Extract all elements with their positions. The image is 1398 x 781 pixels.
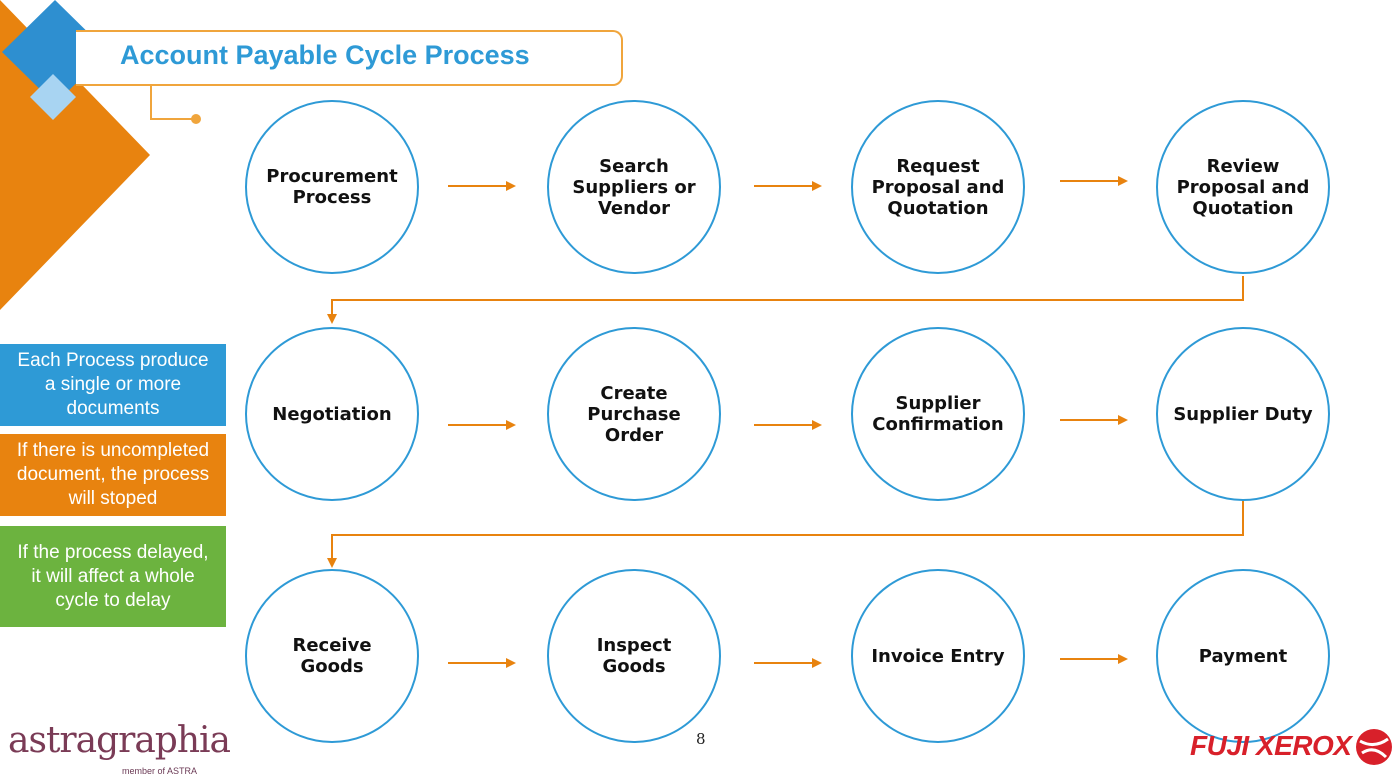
title-box	[76, 30, 623, 86]
step-label: Create Purchase Order	[587, 382, 681, 446]
step-negotiation: Negotiation	[245, 327, 419, 501]
step-invoice-entry: Invoice Entry	[851, 569, 1025, 743]
step-supplier-duty: Supplier Duty	[1156, 327, 1330, 501]
step-label: Receive Goods	[292, 635, 372, 677]
step-inspect-goods: Inspect Goods	[547, 569, 721, 743]
step-supplier-confirmation: Supplier Confirmation	[851, 327, 1025, 501]
astragraphia-logo: astragraphia	[8, 720, 231, 761]
step-label: Supplier Duty	[1173, 403, 1313, 425]
step-label: Review Proposal and Quotation	[1176, 155, 1310, 219]
note-uncompleted: If there is uncompleted document, the pr…	[0, 434, 226, 516]
astragraphia-logo-sub: member of ASTRA	[122, 766, 198, 776]
step-label: Search Suppliers or Vendor	[572, 155, 696, 219]
step-payment: Payment	[1156, 569, 1330, 743]
step-label: Invoice Entry	[871, 645, 1005, 667]
step-procurement-process: Procurement Process	[245, 100, 419, 274]
page-number: 8	[696, 730, 706, 748]
step-label: Payment	[1198, 645, 1288, 667]
step-review-proposal: Review Proposal and Quotation	[1156, 100, 1330, 274]
page-title: Account Payable Cycle Process	[120, 40, 530, 70]
step-request-proposal: Request Proposal and Quotation	[851, 100, 1025, 274]
note-documents: Each Process produce a single or more do…	[0, 344, 226, 426]
note-delayed: If the process delayed, it will affect a…	[0, 526, 226, 627]
step-create-purchase-order: Create Purchase Order	[547, 327, 721, 501]
step-search-suppliers: Search Suppliers or Vendor	[547, 100, 721, 274]
fuji-xerox-logo: FUJI XEROX	[1190, 730, 1352, 761]
step-label: Inspect Goods	[596, 635, 672, 677]
step-label: Negotiation	[272, 403, 392, 425]
fuji-xerox-sphere-icon	[1356, 729, 1392, 765]
step-label: Supplier Confirmation	[872, 393, 1004, 435]
step-receive-goods: Receive Goods	[245, 569, 419, 743]
step-label: Procurement Process	[266, 166, 398, 208]
step-label: Request Proposal and Quotation	[871, 155, 1005, 219]
